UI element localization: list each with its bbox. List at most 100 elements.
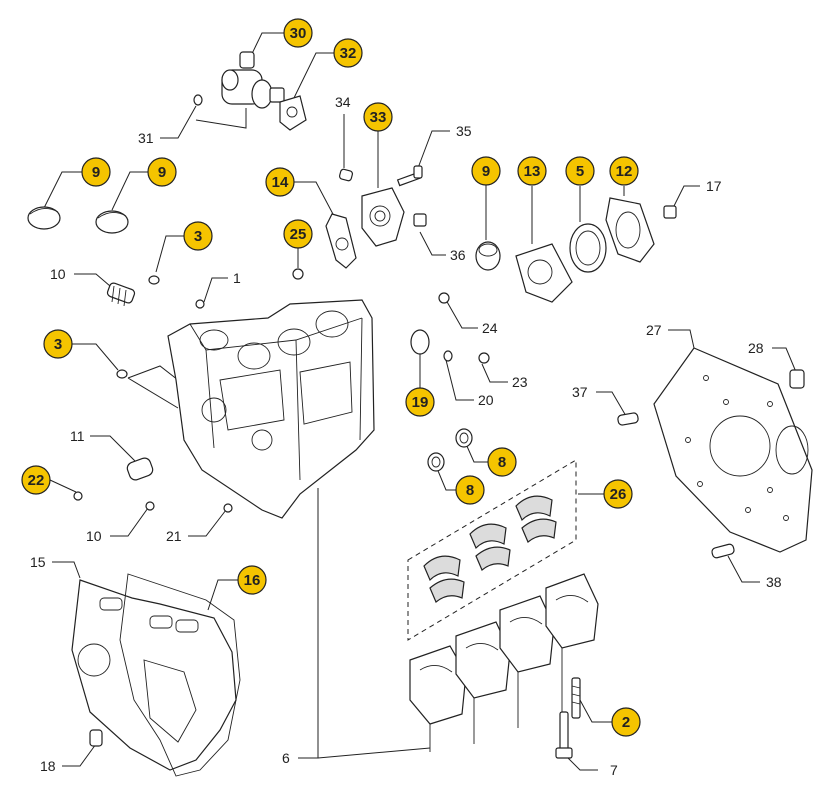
bushing-9c bbox=[475, 241, 501, 271]
plug-1 bbox=[195, 299, 205, 309]
pin-37 bbox=[617, 412, 639, 426]
callout-30: 30 bbox=[283, 18, 313, 48]
svg-text:2: 2 bbox=[622, 714, 630, 731]
callout-3-left: 3 bbox=[43, 329, 73, 359]
svg-text:8: 8 bbox=[498, 454, 506, 471]
plug-20 bbox=[443, 350, 453, 362]
solenoid-gasket bbox=[279, 95, 307, 131]
pin-34 bbox=[338, 168, 354, 182]
callout-13: 13 bbox=[517, 156, 547, 186]
label-21: 21 bbox=[166, 528, 182, 544]
svg-text:8: 8 bbox=[466, 482, 474, 499]
label-36: 36 bbox=[450, 247, 466, 263]
label-1: 1 bbox=[233, 270, 241, 286]
label-38: 38 bbox=[766, 574, 782, 590]
callout-33: 33 bbox=[363, 102, 393, 132]
stop-solenoid bbox=[221, 51, 285, 109]
bolt-35 bbox=[396, 165, 423, 187]
plug-22 bbox=[73, 491, 83, 501]
plug-23 bbox=[478, 352, 490, 364]
plug-25 bbox=[292, 268, 304, 280]
label-10-bottom: 10 bbox=[86, 528, 102, 544]
label-28: 28 bbox=[748, 340, 764, 356]
bolt-2 bbox=[571, 677, 581, 719]
plug-3-left bbox=[116, 369, 128, 379]
svg-text:3: 3 bbox=[54, 336, 62, 353]
label-27: 27 bbox=[646, 322, 662, 338]
label-18: 18 bbox=[40, 758, 56, 774]
plug-3-top bbox=[148, 275, 160, 285]
svg-text:33: 33 bbox=[370, 109, 387, 126]
callout-3-top: 3 bbox=[183, 221, 213, 251]
svg-text:12: 12 bbox=[616, 163, 633, 180]
svg-text:19: 19 bbox=[412, 394, 429, 411]
callout-9-middle: 9 bbox=[147, 157, 177, 187]
cylinder-block bbox=[167, 299, 375, 519]
svg-text:16: 16 bbox=[244, 572, 261, 589]
front-cover-16 bbox=[119, 573, 241, 777]
gasket-15 bbox=[71, 579, 237, 771]
svg-text:13: 13 bbox=[524, 163, 541, 180]
label-31: 31 bbox=[138, 130, 154, 146]
bolt-28 bbox=[789, 369, 805, 389]
bolt-7 bbox=[555, 711, 573, 759]
bushing-8b bbox=[427, 452, 445, 472]
label-17: 17 bbox=[706, 178, 722, 194]
svg-text:26: 26 bbox=[610, 486, 627, 503]
callout-16: 16 bbox=[237, 565, 267, 595]
plug-21 bbox=[223, 503, 233, 513]
plug-10 bbox=[106, 282, 136, 307]
label-15: 15 bbox=[30, 554, 46, 570]
svg-text:22: 22 bbox=[28, 472, 45, 489]
leader-lines bbox=[43, 32, 797, 771]
label-10-top: 10 bbox=[50, 266, 66, 282]
callout-8-lower: 8 bbox=[455, 475, 485, 505]
svg-text:25: 25 bbox=[290, 226, 307, 243]
svg-text:3: 3 bbox=[194, 228, 202, 245]
callout-22: 22 bbox=[21, 465, 51, 495]
label-35: 35 bbox=[456, 123, 472, 139]
svg-text:32: 32 bbox=[340, 45, 357, 62]
bushing-8a bbox=[455, 428, 473, 448]
svg-text:9: 9 bbox=[482, 163, 490, 180]
callout-badges: 30 32 33 9 9 9 13 5 12 14 3 3 25 19 8 8 … bbox=[21, 18, 641, 737]
callout-32: 32 bbox=[333, 38, 363, 68]
callout-8-upper: 8 bbox=[487, 447, 517, 477]
gasket-14 bbox=[325, 213, 357, 269]
bolt-18 bbox=[89, 729, 103, 747]
label-24: 24 bbox=[482, 320, 498, 336]
label-20: 20 bbox=[478, 392, 494, 408]
label-34: 34 bbox=[335, 94, 351, 110]
svg-text:9: 9 bbox=[92, 164, 100, 181]
label-7: 7 bbox=[610, 762, 618, 778]
callout-9-right: 9 bbox=[471, 156, 501, 186]
plain-labels: 1 6 7 10 10 11 15 17 18 20 21 23 24 27 2… bbox=[30, 94, 782, 778]
callout-2: 2 bbox=[611, 707, 641, 737]
callout-19: 19 bbox=[405, 387, 435, 417]
svg-text:9: 9 bbox=[158, 164, 166, 181]
callout-25: 25 bbox=[283, 219, 313, 249]
callout-14: 14 bbox=[265, 167, 295, 197]
svg-text:5: 5 bbox=[576, 163, 584, 180]
gasket-12 bbox=[605, 197, 655, 263]
rear-plate-27 bbox=[653, 347, 813, 553]
main-bearing-caps bbox=[409, 573, 599, 752]
cover-13 bbox=[515, 243, 573, 303]
label-37: 37 bbox=[572, 384, 588, 400]
svg-text:14: 14 bbox=[272, 174, 289, 191]
callout-5: 5 bbox=[565, 156, 595, 186]
callout-12: 12 bbox=[609, 156, 639, 186]
bolt-36 bbox=[413, 213, 427, 227]
label-23: 23 bbox=[512, 374, 528, 390]
plug-24 bbox=[438, 292, 450, 304]
disc-19 bbox=[410, 329, 430, 355]
callout-9-left: 9 bbox=[81, 157, 111, 187]
svg-text:30: 30 bbox=[290, 25, 307, 42]
bearing-shells-26 bbox=[407, 459, 577, 641]
callout-26: 26 bbox=[603, 479, 633, 509]
parts bbox=[27, 51, 813, 777]
bushing-9a bbox=[27, 206, 61, 230]
pin-38 bbox=[711, 543, 735, 559]
